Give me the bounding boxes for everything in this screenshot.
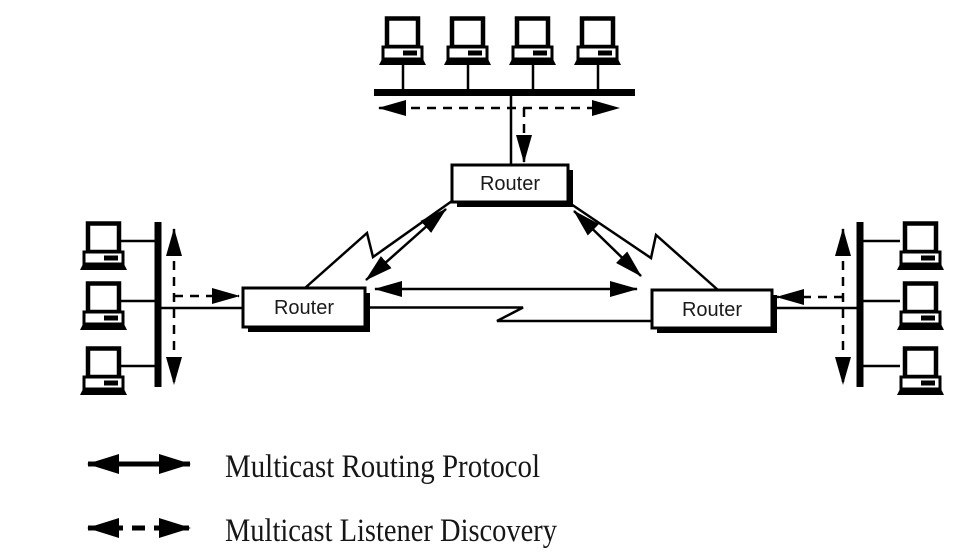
legend-item-mld: Multicast Listener Discovery	[87, 513, 557, 549]
computer-icon	[897, 224, 944, 271]
legend: Multicast Routing Protocol Multicast Lis…	[87, 449, 557, 549]
computer-icon	[897, 349, 944, 396]
router-label: Router	[682, 299, 742, 321]
wan-link-zigzag-bottom	[365, 306, 652, 323]
mrp-double-arrow-left	[365, 208, 447, 281]
router-box	[450, 163, 570, 204]
mrp-arrows	[365, 208, 642, 297]
top-lan	[374, 19, 635, 165]
computer-icon	[80, 224, 127, 271]
computer-icon	[897, 284, 944, 331]
computer-icon	[80, 349, 127, 396]
router-box	[650, 288, 774, 330]
computer-icon	[509, 19, 556, 66]
legend-label-mrp: Multicast Routing Protocol	[225, 449, 540, 485]
wan-link-zigzag-right	[567, 200, 719, 291]
left-lan	[80, 222, 243, 395]
mrp-double-arrow-right	[573, 210, 642, 277]
computer-icon	[80, 284, 127, 331]
router-box	[241, 286, 367, 329]
computer-icon	[379, 19, 426, 66]
right-lan	[772, 222, 944, 395]
router-right: Router	[650, 288, 777, 333]
router-top: Router	[450, 163, 573, 207]
router-label: Router	[274, 297, 334, 319]
router-left: Router	[241, 286, 370, 332]
wan-link-zigzag-left	[304, 199, 453, 289]
router-label: Router	[480, 173, 540, 195]
legend-item-mrp: Multicast Routing Protocol	[87, 449, 540, 485]
legend-label-mld: Multicast Listener Discovery	[225, 513, 557, 549]
computer-icon	[444, 19, 491, 66]
computer-icon	[574, 19, 621, 66]
